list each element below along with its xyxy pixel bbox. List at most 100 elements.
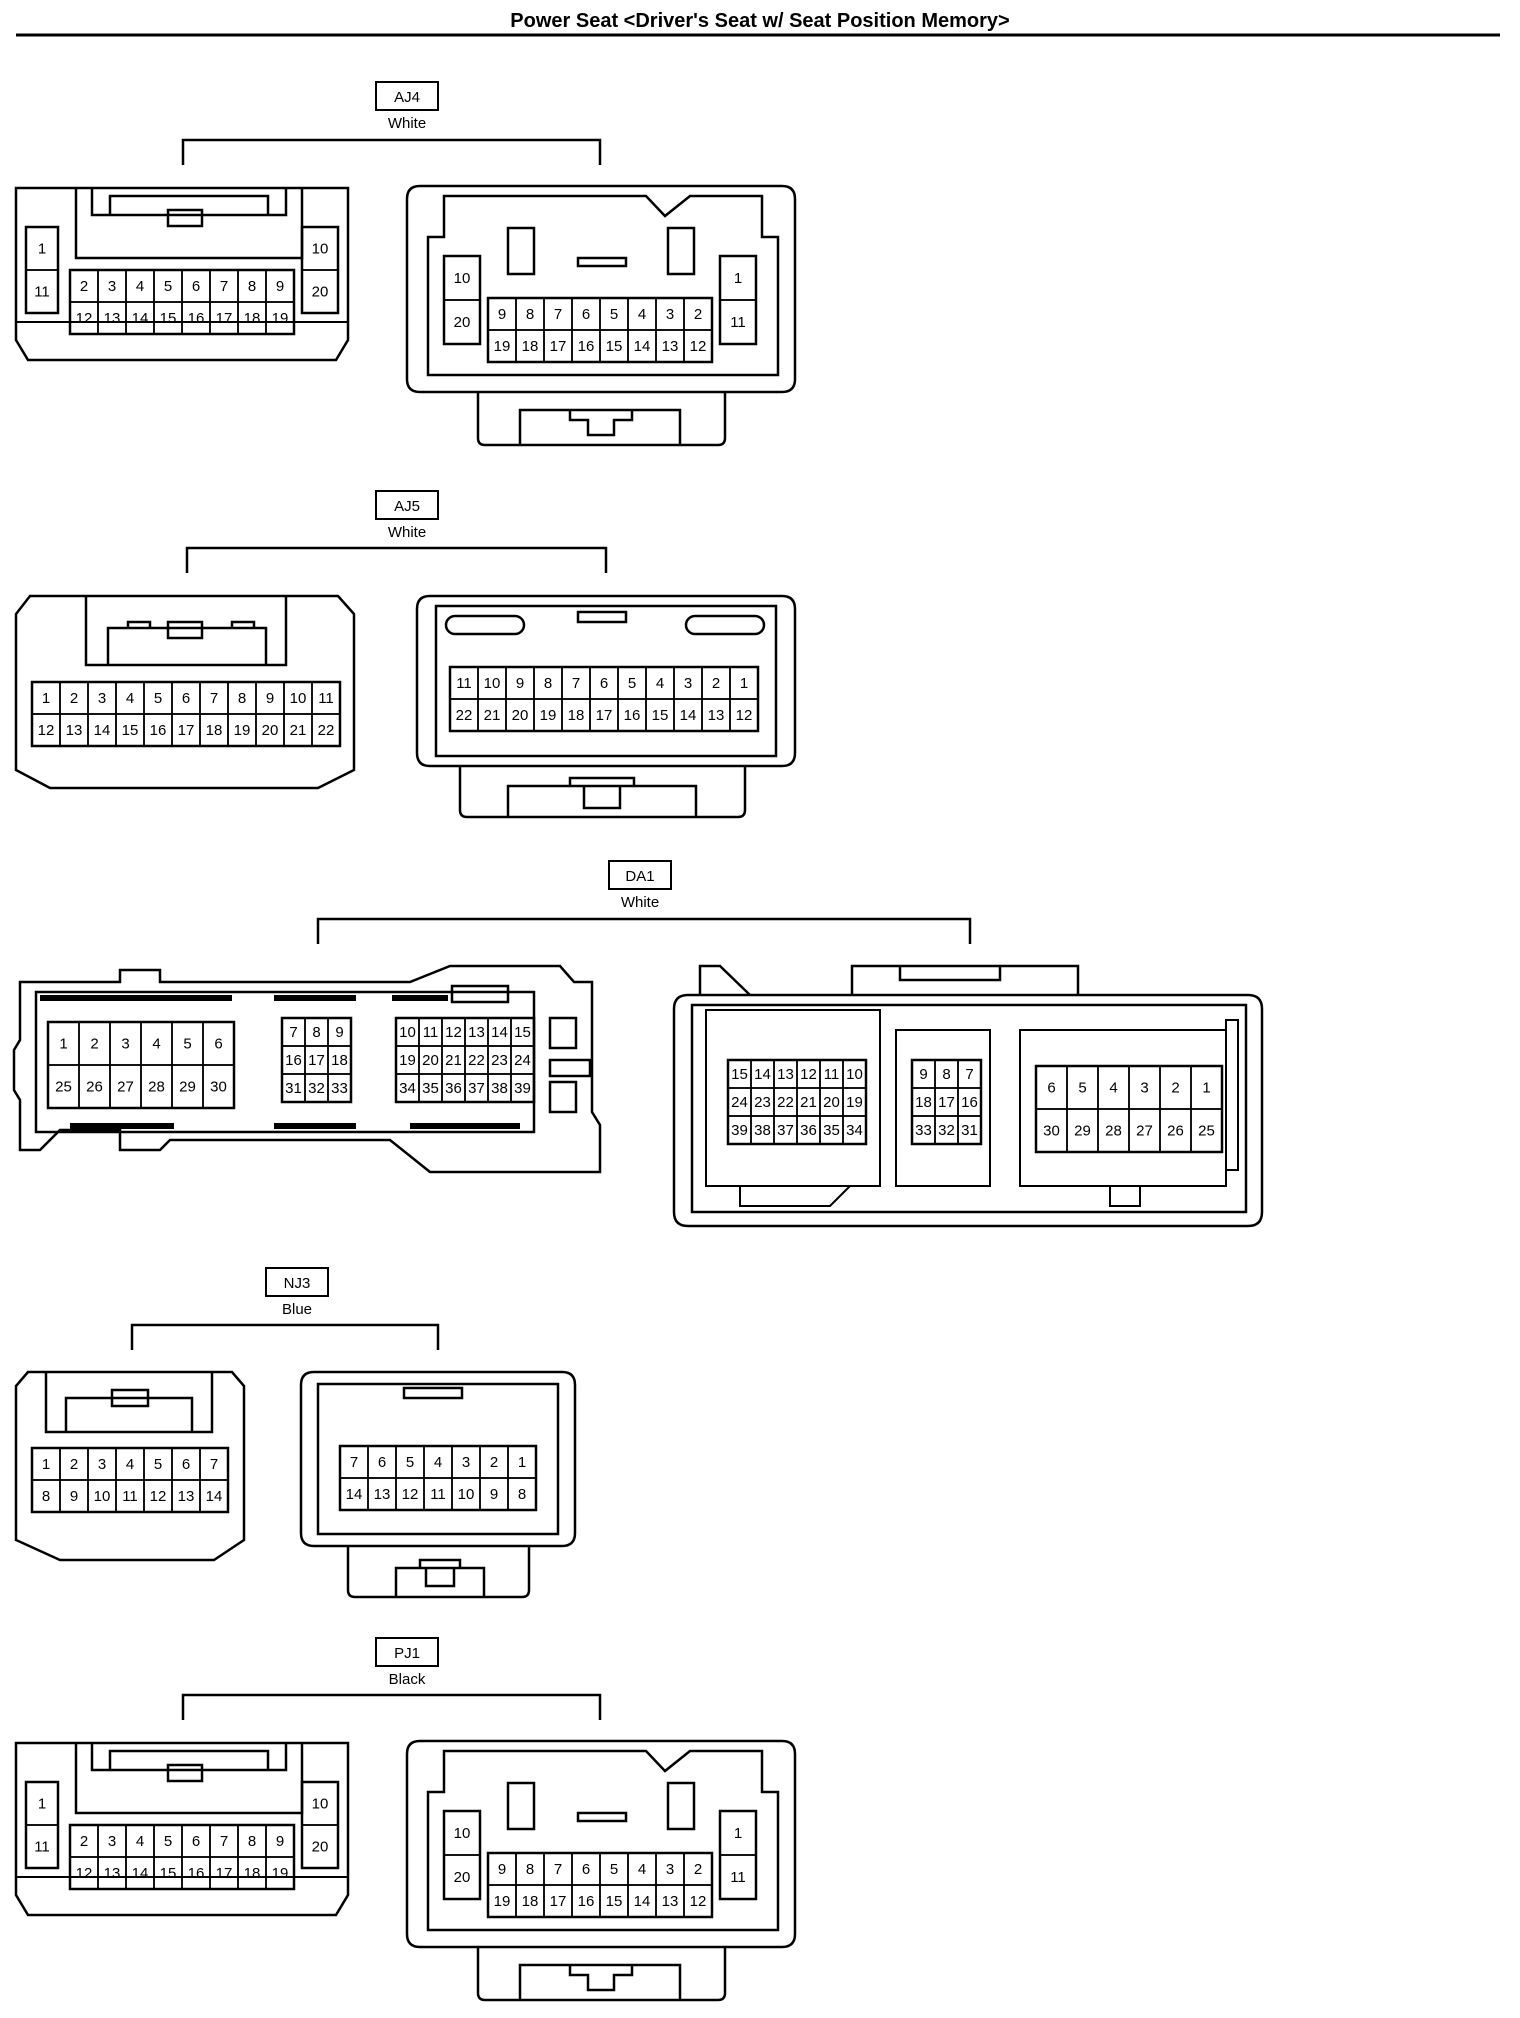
pin-number: 18: [206, 722, 223, 739]
latch-tab: [166, 208, 204, 228]
pin-number: 16: [150, 722, 167, 739]
pin-number: 1: [518, 1454, 526, 1471]
pin-number: 5: [406, 1454, 414, 1471]
pin-number: 3: [666, 306, 674, 323]
latch-window: [506, 1781, 536, 1831]
lock-slot: [518, 1963, 682, 2000]
pin-number: 8: [312, 1024, 320, 1041]
pin-number: 17: [596, 707, 613, 724]
pin-number: 17: [938, 1094, 955, 1111]
connector-lock: [458, 766, 747, 819]
pin-number: 5: [154, 690, 162, 707]
connector-id: AJ5: [394, 498, 420, 515]
latch-tab: [166, 620, 204, 640]
pin-number: 22: [318, 722, 335, 739]
pin-number: 17: [550, 1893, 567, 1910]
pin-number: 5: [610, 1861, 618, 1878]
pin-number: 36: [445, 1080, 462, 1097]
pin-number: 3: [98, 1456, 106, 1473]
pin-number: 33: [331, 1080, 348, 1097]
connector-id: AJ4: [394, 89, 420, 106]
pin-number: 3: [108, 1833, 116, 1850]
pin-number: 18: [522, 1893, 539, 1910]
connector-lock: [346, 1546, 531, 1599]
pin-number: 7: [210, 1456, 218, 1473]
pin-number: 32: [308, 1080, 325, 1097]
pin-number: 2: [80, 278, 88, 295]
pin-number: 10: [846, 1066, 863, 1083]
pin-number: 19: [399, 1052, 416, 1069]
pin-number: 5: [1078, 1080, 1086, 1097]
pin-number: 6: [182, 690, 190, 707]
pin-number: 8: [544, 675, 552, 692]
pin-cell: [25, 1824, 59, 1869]
pin-number: 20: [454, 314, 471, 331]
pin-number: 14: [754, 1066, 771, 1083]
pin-number: 21: [800, 1094, 817, 1111]
connector-id-box: [375, 490, 439, 520]
inner-wall: [1019, 1029, 1227, 1187]
pin-number: 13: [374, 1486, 391, 1503]
pin-number: 18: [244, 1865, 261, 1882]
pin-number: 4: [656, 675, 664, 692]
pin-number: 33: [915, 1122, 932, 1139]
pin-number: 14: [491, 1024, 508, 1041]
pin-number: 12: [76, 310, 93, 327]
connector-pair-bracket: [316, 917, 972, 944]
pin-number: 8: [526, 1861, 534, 1878]
pin-number: 16: [188, 310, 205, 327]
latch-window: [666, 1781, 696, 1831]
connector-id-box: [608, 860, 672, 890]
pin-cell: [683, 329, 713, 363]
pin-number: 1: [1202, 1080, 1210, 1097]
pin-number: 15: [652, 707, 669, 724]
pin-number: 29: [179, 1079, 196, 1096]
pin-cell: [842, 1115, 867, 1145]
pin-number: 39: [514, 1080, 531, 1097]
pin-number: 3: [98, 690, 106, 707]
pin-number: 13: [468, 1024, 485, 1041]
pin-number: 6: [1047, 1080, 1055, 1097]
guide-post: [1225, 1019, 1239, 1171]
pin-cell: [327, 1073, 352, 1103]
pin-number: 12: [736, 707, 753, 724]
pin-cell: [719, 1854, 757, 1900]
pin-number: 2: [490, 1454, 498, 1471]
pin-number: 25: [55, 1079, 72, 1096]
pin-number: 11: [34, 1839, 50, 1856]
connector-latch-top: [698, 964, 1080, 996]
pin-number: 8: [526, 306, 534, 323]
pin-number: 9: [516, 675, 524, 692]
pin-cell: [301, 269, 339, 314]
pin-number: 12: [445, 1024, 462, 1041]
pin-number: 10: [454, 270, 471, 287]
lock-slot: [518, 408, 682, 445]
pin-number: 8: [518, 1486, 526, 1503]
pin-number: 5: [164, 278, 172, 295]
pin-number: 35: [823, 1122, 840, 1139]
pin-number: 7: [220, 278, 228, 295]
connector-housing: [405, 184, 797, 394]
connector-id: DA1: [625, 868, 654, 885]
pin-number: 7: [572, 675, 580, 692]
pin-number: 32: [938, 1122, 955, 1139]
pin-number: 17: [178, 722, 195, 739]
pin-number: 26: [86, 1079, 103, 1096]
connector-housing: [299, 1370, 577, 1548]
pin-cell: [729, 698, 759, 732]
pin-number: 35: [422, 1080, 439, 1097]
pin-number: 15: [160, 310, 177, 327]
pin-cell: [719, 299, 757, 345]
pin-number: 12: [402, 1486, 419, 1503]
pin-number: 17: [216, 310, 233, 327]
